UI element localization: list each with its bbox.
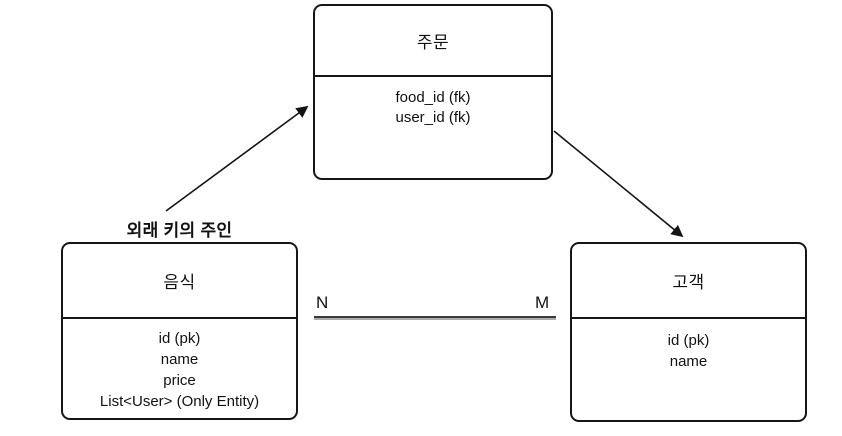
- entity-food-fields: id (pk) name price List<User> (Only Enti…: [63, 319, 296, 412]
- entity-customer-field: id (pk): [667, 332, 710, 349]
- entity-customer-fields: id (pk) name: [572, 319, 805, 372]
- relation-line-food-customer: [314, 316, 556, 318]
- entity-food-field: name: [160, 351, 199, 368]
- entity-customer-field: name: [669, 353, 708, 370]
- entity-order: 주문 food_id (fk) user_id (fk): [313, 4, 553, 180]
- cardinality-label-m: M: [535, 293, 550, 312]
- entity-order-title: 주문: [315, 6, 551, 77]
- cardinality-label-n: N: [316, 293, 329, 312]
- entity-order-field: food_id (fk): [395, 89, 471, 106]
- fk-owner-annotation: 외래 키의 주인: [126, 221, 233, 240]
- entity-food-title: 음식: [63, 244, 296, 319]
- entity-order-fields: food_id (fk) user_id (fk): [315, 77, 551, 128]
- entity-food-field: id (pk): [158, 330, 201, 347]
- arrow-order-to-customer: [553, 130, 684, 238]
- entity-food-field: price: [163, 372, 196, 389]
- entity-food-field: List<User> (Only Entity): [99, 393, 260, 410]
- entity-customer: 고객 id (pk) name: [570, 242, 807, 422]
- arrow-food-to-order: [165, 105, 309, 212]
- entity-food: 음식 id (pk) name price List<User> (Only E…: [61, 242, 298, 420]
- entity-order-field: user_id (fk): [395, 109, 471, 126]
- entity-customer-title: 고객: [572, 244, 805, 319]
